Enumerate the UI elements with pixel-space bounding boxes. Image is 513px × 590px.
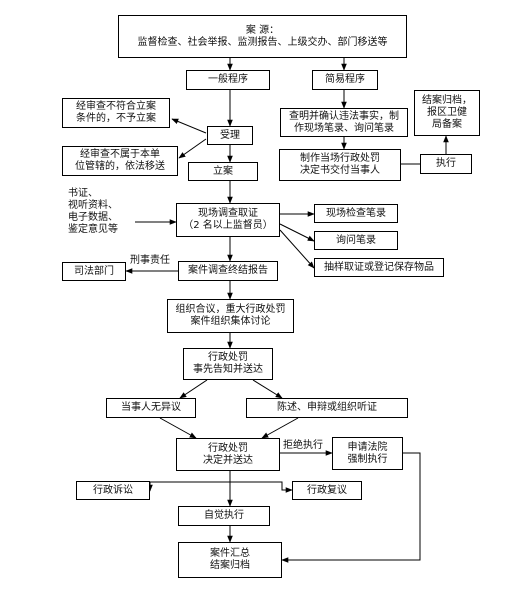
sampling-box: 抽样取证或登记保存物品 xyxy=(314,258,444,277)
no-objection-box: 当事人无异议 xyxy=(106,398,196,418)
inquiry-record-box: 询问笔录 xyxy=(314,231,398,250)
case-archive-box: 案件汇总 结案归档 xyxy=(178,542,282,578)
investigation-box: 现场调查取证 （2 名以上监督员） xyxy=(176,203,280,237)
refuse-execute-label: 拒绝执行 xyxy=(283,440,323,451)
hearing-box: 陈述、申辩或组织听证 xyxy=(246,398,408,418)
execute-simple-box: 执行 xyxy=(420,154,472,174)
prior-notice-box: 行政处罚 事先告知并送达 xyxy=(183,348,273,380)
inspection-record-box: 现场检查笔录 xyxy=(314,204,398,223)
court-enforcement-box: 申请法院 强制执行 xyxy=(332,437,403,470)
on-site-decision-box: 制作当场行政处罚 决定书交付当事人 xyxy=(279,149,401,181)
archive-report-box: 结案归档， 报区卫健 局备案 xyxy=(414,90,480,136)
penalty-decision-box: 行政处罚 决定并送达 xyxy=(176,438,280,471)
collective-discussion-box: 组织合议，重大行政处罚 案件组织集体讨论 xyxy=(167,299,294,333)
accept-box: 受理 xyxy=(207,126,253,145)
judicial-department-box: 司法部门 xyxy=(62,262,126,281)
file-case-box: 立案 xyxy=(188,162,258,181)
criminal-liability-label: 刑事责任 xyxy=(130,255,170,266)
investigation-report-box: 案件调查终结报告 xyxy=(178,261,278,281)
voluntary-execution-box: 自觉执行 xyxy=(178,506,270,526)
not-filed-box: 经审查不符合立案 条件的，不予立案 xyxy=(62,98,170,128)
confirm-facts-box: 查明并确认违法事实，制 作现场笔录、询问笔录 xyxy=(280,108,408,137)
transfer-box: 经审查不属于本单 位管辖的，依法移送 xyxy=(62,146,178,176)
simple-procedure-box: 简易程序 xyxy=(312,70,378,90)
general-procedure-box: 一般程序 xyxy=(186,70,270,90)
evidence-types-text: 书证、 视听资料、 电子数据、 鉴定意见等 xyxy=(68,188,118,235)
administrative-litigation-box: 行政诉讼 xyxy=(76,481,150,500)
administrative-reconsideration-box: 行政复议 xyxy=(292,481,362,500)
case-source-box: 案 源： 监督检查、社会举报、监测报告、上级交办、部门移送等 xyxy=(118,15,407,58)
